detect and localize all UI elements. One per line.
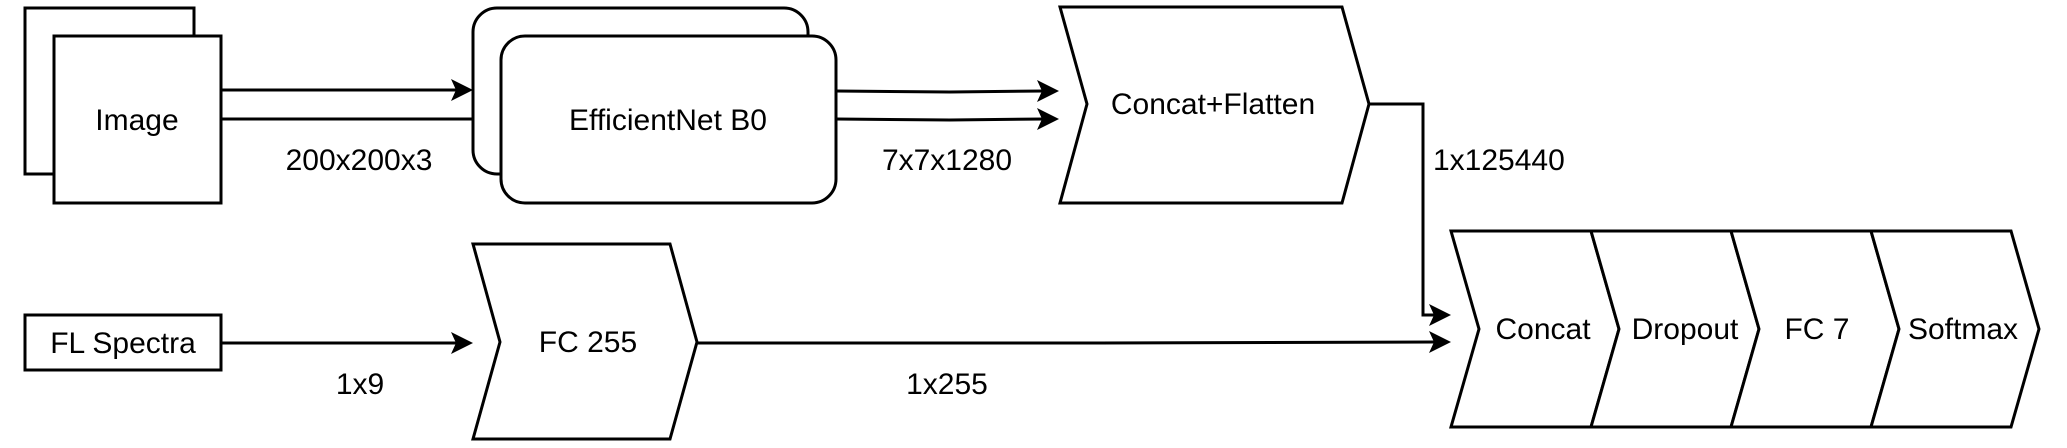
softmax-node-label: Softmax bbox=[1908, 313, 2018, 346]
fc255-shape bbox=[471, 242, 699, 441]
arrowhead-icon bbox=[451, 332, 473, 354]
concat-flatten-node: Concat+Flatten bbox=[1058, 5, 1371, 205]
classifier-chain: Concat Dropout FC 7 Softmax bbox=[1449, 229, 2041, 429]
concat-flatten-node-label: Concat+Flatten bbox=[1111, 88, 1315, 121]
edge-line bbox=[1369, 102, 1436, 317]
arrowhead-icon bbox=[1037, 80, 1059, 102]
fc7-node-label: FC 7 bbox=[1784, 313, 1849, 346]
concat-node-label: Concat bbox=[1495, 313, 1591, 346]
concat-node: Concat bbox=[1449, 229, 1621, 429]
arrowhead-icon bbox=[1429, 304, 1451, 326]
image-node-front-layer bbox=[52, 34, 223, 205]
softmax-shape bbox=[1869, 229, 2041, 429]
arrowhead-icon bbox=[1429, 331, 1451, 353]
concat-flatten-shape bbox=[1058, 5, 1371, 205]
arrowhead-icon bbox=[451, 79, 473, 101]
fc255-node-label: FC 255 bbox=[539, 326, 637, 359]
image-node-label: Image bbox=[95, 104, 178, 137]
fl-spectra-node: FL Spectra bbox=[23, 313, 223, 372]
edge-label-spectra-to-fc: 1x9 bbox=[336, 368, 384, 401]
edge-concat-flatten-to-concat bbox=[1369, 102, 1451, 326]
edge-label-effnet-to-concat-flatten: 7x7x1280 bbox=[882, 144, 1012, 177]
efficientnet-node: EfficientNet B0 bbox=[471, 6, 838, 205]
fc255-node: FC 255 bbox=[471, 242, 699, 441]
edge-spectra-to-fc bbox=[221, 332, 473, 354]
efficientnet-node-label: EfficientNet B0 bbox=[569, 104, 767, 137]
softmax-node: Softmax bbox=[1869, 229, 2041, 429]
dropout-node-label: Dropout bbox=[1632, 313, 1739, 346]
edge-label-image-to-effnet: 200x200x3 bbox=[286, 144, 433, 177]
edge-image-to-effnet bbox=[221, 79, 501, 130]
edge-line-1 bbox=[835, 89, 1045, 94]
fl-spectra-shape bbox=[23, 313, 223, 372]
edge-label-concat-flatten-to-concat: 1x125440 bbox=[1433, 144, 1565, 177]
fl-spectra-node-label: FL Spectra bbox=[50, 327, 196, 360]
edge-line-2 bbox=[835, 117, 1045, 122]
edge-effnet-to-concat-flatten bbox=[835, 80, 1059, 130]
edge-line bbox=[697, 340, 1437, 345]
image-node: Image bbox=[23, 6, 223, 205]
edge-fc-to-concat bbox=[697, 331, 1451, 353]
edge-label-fc-to-concat: 1x255 bbox=[906, 368, 988, 401]
arrowhead-icon bbox=[1037, 108, 1059, 130]
